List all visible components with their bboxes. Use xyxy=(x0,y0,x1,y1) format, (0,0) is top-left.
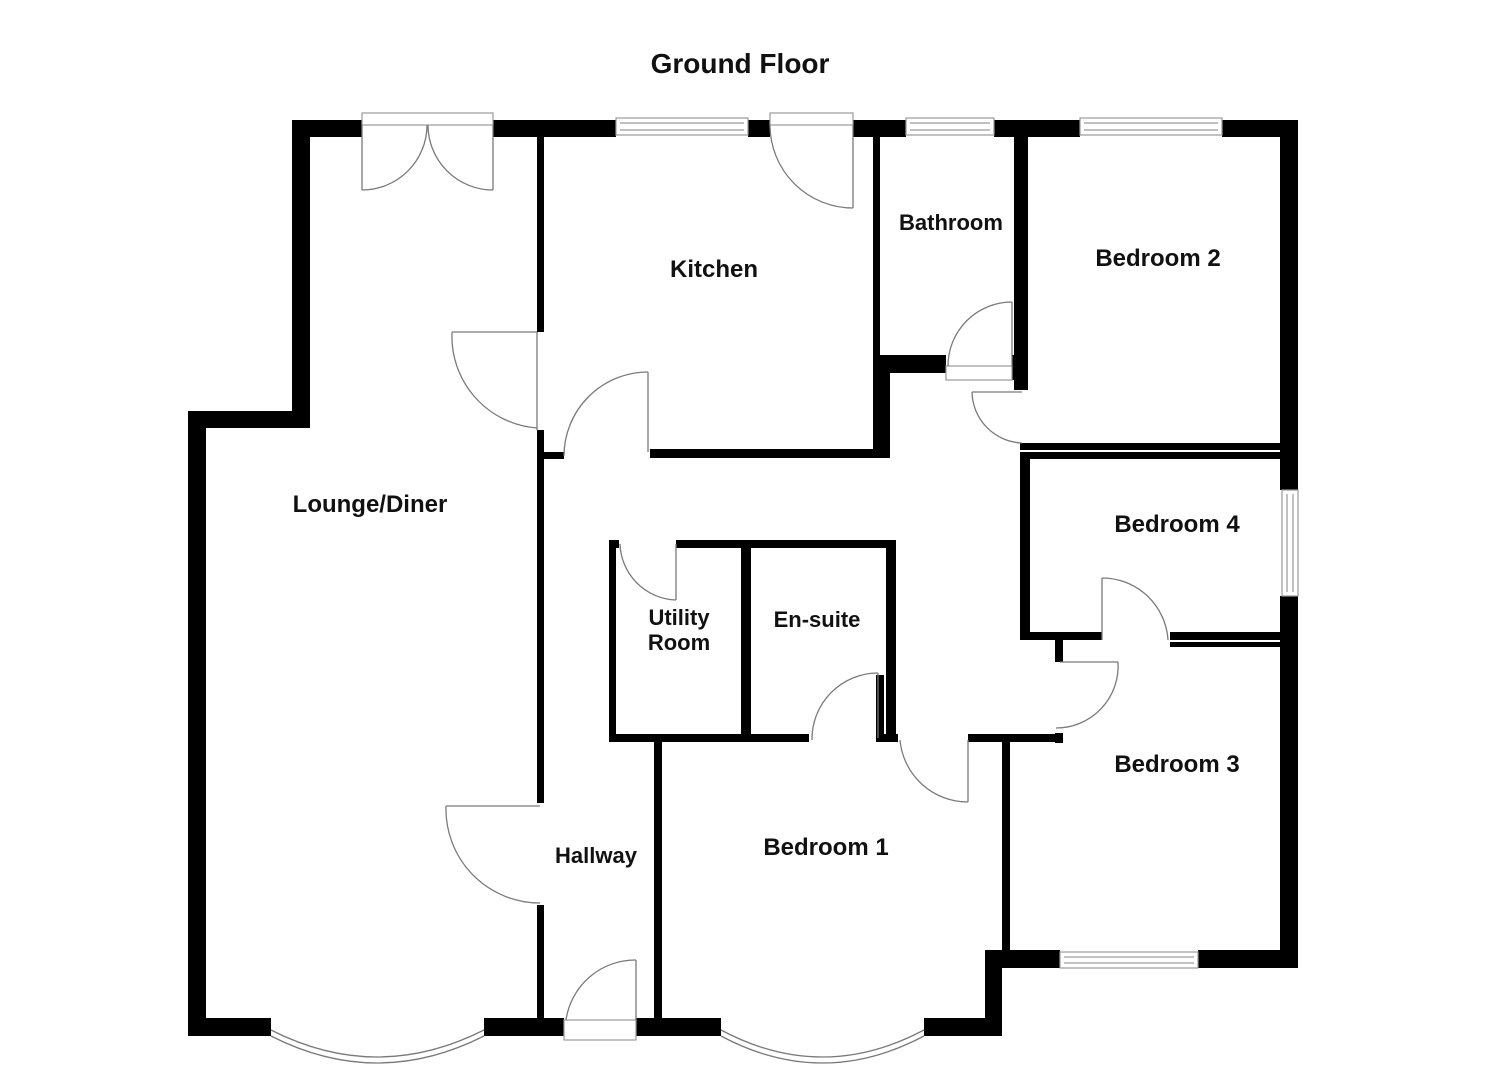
wall-bathroom-bottom-r xyxy=(1012,355,1022,380)
wall-bed4-top xyxy=(1020,452,1288,459)
wall-bathroom-right xyxy=(1014,128,1021,390)
wall-utility-top xyxy=(676,540,896,548)
wall-left xyxy=(188,411,206,1036)
bay-window-bedroom1 xyxy=(720,1029,925,1064)
door-utility xyxy=(619,543,677,601)
wall-bed2-bottom xyxy=(1020,443,1288,450)
interior-walls xyxy=(537,128,1288,1025)
label-bathroom: Bathroom xyxy=(899,210,1003,235)
wall-hall-bed1 xyxy=(654,742,662,1025)
bay-window-lounge xyxy=(270,1029,485,1064)
label-bedroom-4: Bedroom 4 xyxy=(1114,511,1240,538)
label-bedroom-3: Bedroom 3 xyxy=(1114,751,1239,778)
window-bedroom4 xyxy=(1281,489,1299,597)
wall-top-2 xyxy=(493,120,616,137)
windows xyxy=(270,117,1299,1064)
label-utility-line2: Room xyxy=(648,630,710,655)
door-kitchen-back xyxy=(769,112,854,209)
wall-lounge-mid xyxy=(537,430,544,803)
wall-top-3 xyxy=(748,120,770,137)
door-lounge-upper xyxy=(451,331,538,430)
wall-utility-bottom xyxy=(609,734,809,742)
wall-bed2-left xyxy=(1021,128,1028,390)
wall-bed3-top-r xyxy=(1170,642,1288,647)
wall-kitchen-bottom-r xyxy=(650,449,890,458)
window-bedroom2 xyxy=(1079,117,1223,136)
wall-bottom-3 xyxy=(636,1018,721,1036)
wall-utility-top-stub xyxy=(609,540,619,548)
doors xyxy=(361,112,1169,1041)
door-bedroom4 xyxy=(1101,577,1169,641)
door-ensuite xyxy=(811,672,879,741)
wall-bed4-bottom-r xyxy=(1170,632,1288,640)
door-bedroom3 xyxy=(1055,661,1119,729)
wall-bottom-2 xyxy=(484,1018,564,1036)
wall-bed4-left xyxy=(1020,452,1030,640)
wall-kitchen-right xyxy=(873,128,880,458)
wall-lounge-bottom xyxy=(537,905,544,1025)
door-bedroom1 xyxy=(899,739,969,803)
wall-bed4-bottom-l xyxy=(1020,632,1102,640)
door-lounge-lower xyxy=(445,805,541,904)
label-lounge-diner: Lounge/Diner xyxy=(293,491,448,518)
wall-ensuite-right xyxy=(886,540,896,742)
label-utility-line1: Utility xyxy=(648,605,710,630)
wall-utility-left xyxy=(609,540,616,742)
label-en-suite: En-suite xyxy=(774,607,861,632)
wall-bed1-top-r xyxy=(968,734,1062,742)
door-front xyxy=(563,959,637,1041)
wall-right-2 xyxy=(1280,596,1298,968)
wall-bed3-stub xyxy=(1055,640,1063,662)
wall-bottom-1 xyxy=(188,1018,271,1036)
label-kitchen: Kitchen xyxy=(670,256,758,283)
wall-bottom-step xyxy=(985,950,1002,1036)
wall-bottom-4 xyxy=(924,1018,1002,1036)
window-kitchen xyxy=(615,117,749,136)
wall-ensuite-bottom-r xyxy=(880,734,898,742)
wall-left-step-v xyxy=(292,120,310,428)
wall-bed3-left-v xyxy=(1002,740,1010,950)
wall-bottom-br1 xyxy=(1198,950,1298,968)
wall-ensuite-right-l xyxy=(876,675,884,742)
french-doors-lounge xyxy=(361,112,494,191)
wall-lounge-kitchen xyxy=(537,128,544,332)
wall-kitchen-bottom-l xyxy=(537,452,564,459)
room-labels: Lounge/Diner Kitchen Bathroom Bedroom 2 … xyxy=(293,210,1241,868)
wall-right-1 xyxy=(1280,120,1298,490)
label-bedroom-1: Bedroom 1 xyxy=(763,834,888,861)
floor-title: Ground Floor xyxy=(651,48,830,79)
wall-utility-ensuite xyxy=(741,540,751,742)
label-hallway: Hallway xyxy=(555,843,638,868)
wall-top-6 xyxy=(1222,120,1298,137)
wall-top-5 xyxy=(994,120,1080,137)
wall-kitchen-right-thick xyxy=(873,372,890,458)
wall-left-step-h xyxy=(188,411,310,428)
door-kitchen xyxy=(563,371,649,457)
door-bedroom2 xyxy=(971,391,1023,444)
window-bedroom3 xyxy=(1059,951,1199,969)
window-bathroom xyxy=(905,117,995,136)
wall-bathroom-bottom xyxy=(873,355,946,373)
label-bedroom-2: Bedroom 2 xyxy=(1095,245,1220,272)
wall-bottom-br2 xyxy=(985,950,1060,968)
door-bathroom xyxy=(945,301,1013,381)
